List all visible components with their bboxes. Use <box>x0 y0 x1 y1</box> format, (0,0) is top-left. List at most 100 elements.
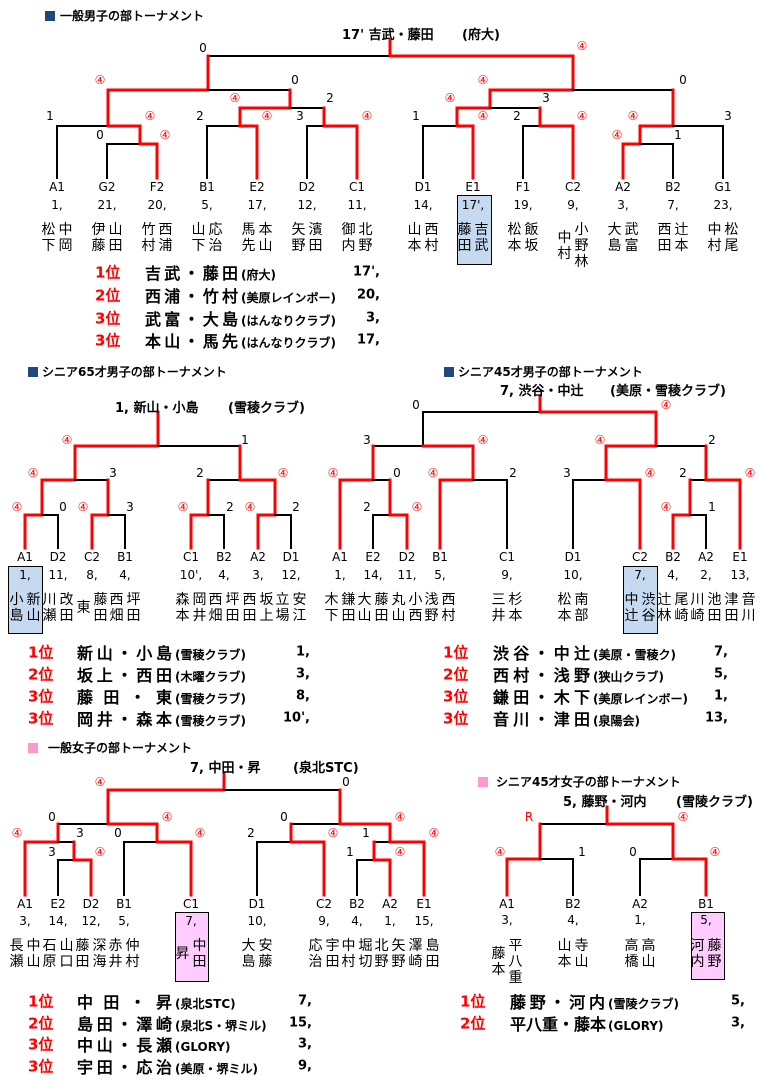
entry-number: 13, <box>730 568 750 582</box>
player-name-column: 松本 <box>507 222 522 254</box>
player-name-column: 立場 <box>275 592 290 624</box>
player-name-column: 津田 <box>724 592 739 624</box>
match-score: 3 <box>363 433 371 447</box>
result-number: 7, <box>298 993 312 1009</box>
player-name-column: 北野 <box>374 938 389 970</box>
result-row: 西村・浅野(狭山クラブ) <box>493 662 664 686</box>
result-team: (GLORY) <box>608 1019 664 1033</box>
match-score: ④ <box>744 466 756 480</box>
player-name-column: 堀切 <box>358 938 373 970</box>
result-row: 吉武・藤田(府大) <box>145 260 276 284</box>
player-name-column: 応治 <box>208 222 223 254</box>
player-name-column: 本山 <box>258 222 273 254</box>
match-score: 2 <box>708 433 716 447</box>
result-row: 武富・大島(はんなりクラブ) <box>145 306 336 330</box>
result-rank: 2位 <box>95 286 121 305</box>
player-name-column: 中村 <box>707 222 722 254</box>
entry-player-names: 小島新山 <box>9 592 42 624</box>
champion-team: (泉北STC) <box>293 761 359 776</box>
entry-seed: A2 <box>698 550 714 564</box>
player-name-column: 松尾 <box>724 222 739 254</box>
player-name-column: 昇 <box>175 946 190 962</box>
entry-player-names: 昇中田 <box>175 938 208 970</box>
result-number: 13, <box>704 710 728 726</box>
result-rank: 3位 <box>28 687 54 706</box>
entry-number: 1, <box>19 568 31 582</box>
result-team: (はんなりクラブ) <box>241 336 336 350</box>
entry-number: 3, <box>19 914 31 928</box>
result-names: 坂上・西田 <box>77 666 172 685</box>
player-name-column: 川崎 <box>690 592 705 624</box>
player-name-column: 杉本 <box>508 592 523 624</box>
player-name-column: 辻本 <box>674 222 689 254</box>
entry-seed: E2 <box>50 897 66 911</box>
match-score: ④ <box>361 109 373 123</box>
result-names: 西浦・竹村 <box>145 287 238 306</box>
result-number: 3, <box>731 1015 745 1031</box>
result-rank: 3位 <box>28 1057 54 1076</box>
entry-number: 4, <box>567 913 579 927</box>
player-name-column: 藤野 <box>707 938 722 970</box>
match-score: 0 <box>96 128 104 142</box>
match-score: 1 <box>346 845 354 859</box>
player-name-column: 矢野 <box>291 222 306 254</box>
player-name-column: 山本 <box>557 938 572 970</box>
entry-number: 12, <box>281 568 301 582</box>
result-row: 新山・小島(雪稜クラブ) <box>77 640 246 664</box>
section-title: シニア65才男子の部トーナメント <box>42 365 227 379</box>
match-score: ④ <box>94 775 106 789</box>
result-number: 5, <box>714 666 728 682</box>
entry-seed: F2 <box>149 180 165 194</box>
entry-seed: C2 <box>564 180 582 194</box>
player-name-column: 三井 <box>491 592 506 624</box>
result-names: 音川・津田 <box>493 710 590 729</box>
match-score: ④ <box>194 826 206 840</box>
player-name-column: 松本 <box>557 592 572 624</box>
result-row: 藤田・東(雪稜クラブ) <box>77 684 246 708</box>
entry-number: 4, <box>218 568 230 582</box>
player-name-column: 中村 <box>557 230 572 262</box>
player-name-column: 音川 <box>741 592 756 624</box>
entry-player-names: 応治宇田 <box>308 938 341 970</box>
result-row: 中山・長瀬(GLORY) <box>77 1032 231 1056</box>
player-name-column: 竹村 <box>141 222 156 254</box>
entry-number: 5, <box>434 568 446 582</box>
entry-number: 14, <box>413 198 433 212</box>
match-score: 2 <box>196 466 204 480</box>
section-title: シニア45才男子の部トーナメント <box>458 365 643 379</box>
result-team: (泉北S・堺ミル) <box>175 1019 267 1033</box>
player-name-column: 河内 <box>690 938 705 970</box>
player-name-column: 坂上 <box>259 592 274 624</box>
match-score: 2 <box>292 500 300 514</box>
match-score: ④ <box>477 73 489 87</box>
entry-player-names: 中村松尾 <box>707 222 740 254</box>
entry-player-names: 北野矢野 <box>374 938 407 970</box>
entry-seed: A1 <box>49 180 65 194</box>
entry-seed: E2 <box>249 180 265 194</box>
match-score: ④ <box>660 500 672 514</box>
entry-number: 3, <box>617 198 629 212</box>
champion-team: (雪陵クラブ) <box>676 795 753 810</box>
entry-player-names: 丸山小西 <box>391 592 424 624</box>
entry-number: 5, <box>700 913 712 927</box>
entry-number: 19, <box>513 198 533 212</box>
section-title: シニア45才女子の部トーナメント <box>496 775 681 789</box>
entry-player-names: 大島安藤 <box>241 938 274 970</box>
player-name-column: 小島 <box>9 592 24 624</box>
match-score: ④ <box>627 109 639 123</box>
entry-number: 14, <box>363 568 383 582</box>
champion-team: (府大) <box>462 28 500 43</box>
entry-player-names: 大島武富 <box>607 222 640 254</box>
match-score: 3 <box>126 500 134 514</box>
match-score: ④ <box>327 826 339 840</box>
result-names: 本山・馬先 <box>145 332 238 351</box>
result-rank: 2位 <box>28 665 54 684</box>
player-name-column: 西田 <box>657 222 672 254</box>
result-team: (美原レインボー) <box>241 291 336 305</box>
entry-seed: C1 <box>498 550 516 564</box>
entry-seed: B1 <box>116 897 132 911</box>
section-marker-icon <box>28 743 38 753</box>
result-rank: 3位 <box>95 331 121 350</box>
section-marker-icon <box>444 367 454 377</box>
